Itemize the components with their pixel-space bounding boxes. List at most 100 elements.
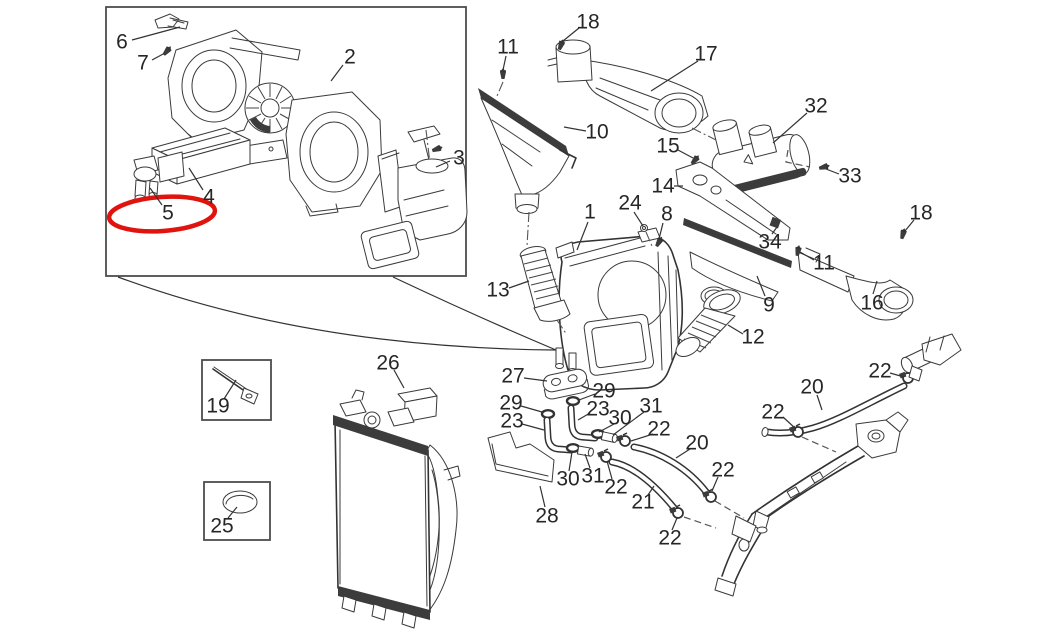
- part-10-funnel: [478, 88, 577, 214]
- leader-29-a: [578, 393, 596, 401]
- inset-pointer-upper: [392, 276, 557, 351]
- highlight-ellipse-part-5: [106, 194, 218, 234]
- leader-22-b: [606, 460, 613, 480]
- part-22-clamp-b: [596, 448, 612, 463]
- callout-22-c: 22: [711, 459, 734, 482]
- callout-11: 11: [497, 36, 519, 59]
- callout-20: 20: [685, 432, 708, 455]
- leader-23-b: [521, 423, 545, 431]
- callout-21: 21: [631, 491, 654, 514]
- part-23-elbow-a: [567, 404, 599, 442]
- callout-29-a: 29: [592, 380, 615, 403]
- inset-pointer-lower: [117, 276, 557, 351]
- leader-19: [223, 379, 237, 400]
- callout-30-a: 30: [608, 407, 631, 430]
- callout-12: 12: [741, 326, 764, 349]
- part-16-duct: [797, 247, 914, 321]
- part-14-bracket: [675, 161, 791, 241]
- leader-23-a: [577, 412, 591, 421]
- part-32-resonator: [711, 119, 811, 196]
- callout-30-b: 30: [556, 468, 579, 491]
- callout-6: 6: [116, 31, 128, 54]
- part-17-duct: [547, 39, 709, 134]
- leader-22-f: [889, 372, 905, 378]
- leader-20-right: [816, 394, 823, 411]
- callout-8: 8: [661, 203, 673, 226]
- callout-19: 19: [206, 395, 229, 418]
- part-22-clamp-a: [615, 432, 631, 447]
- leader-25: [227, 506, 238, 519]
- part-31-nipple-b: [576, 445, 594, 457]
- leader-29-b: [520, 405, 543, 413]
- callout-5: 5: [162, 202, 174, 225]
- leader-13: [508, 280, 530, 289]
- callout-18-right: 18: [909, 202, 932, 225]
- leader-30-a: [598, 423, 615, 433]
- callout-24: 24: [618, 192, 642, 215]
- callout-32: 32: [804, 95, 827, 118]
- part-20-hose: [630, 443, 711, 497]
- leader-9: [756, 275, 766, 297]
- leader-4: [188, 167, 204, 191]
- vehicle-frame: [714, 411, 909, 597]
- leader-8: [658, 222, 664, 240]
- part-21-hose: [608, 458, 679, 513]
- part-25-box: [203, 481, 271, 541]
- callout-11-right: 11: [813, 252, 835, 275]
- leader-12: [727, 324, 744, 335]
- callout-22-a: 22: [647, 418, 670, 441]
- leader-7: [151, 52, 166, 61]
- leader-5: [149, 187, 163, 206]
- thermostat-assembly: [900, 333, 962, 382]
- callout-14: 14: [651, 175, 675, 198]
- leader-30-b: [568, 451, 573, 472]
- part-31-nipple-a: [600, 431, 618, 443]
- leader-32: [772, 112, 808, 144]
- callout-23-b: 23: [500, 410, 523, 433]
- leader-26: [393, 369, 405, 389]
- callout-3: 3: [453, 147, 465, 170]
- callout-7: 7: [137, 52, 149, 75]
- part-4-module: [151, 127, 251, 185]
- leader-17: [650, 60, 699, 92]
- part-20-hose-right: [761, 382, 908, 437]
- part-26-pad: [397, 387, 438, 423]
- callout-33: 33: [838, 165, 861, 188]
- leader-3: [435, 160, 451, 168]
- callout-20-right: 20: [800, 376, 823, 399]
- callout-34: 34: [758, 231, 782, 254]
- leader-27: [523, 377, 548, 382]
- leader-11: [502, 55, 507, 71]
- part-1-airbox: [555, 227, 684, 391]
- leader-18-right: [904, 219, 915, 232]
- leader-1: [576, 221, 589, 251]
- callout-22-d: 22: [658, 527, 681, 550]
- blower-wheel: [244, 82, 296, 134]
- callout-2: 2: [344, 46, 356, 69]
- callout-29-b: 29: [499, 392, 522, 415]
- leader-15: [677, 149, 694, 159]
- callout-13: 13: [486, 279, 509, 302]
- part-13-hose: [519, 211, 571, 336]
- leader-24: [633, 211, 644, 227]
- callout-18: 18: [576, 11, 599, 34]
- part-30-ring-b: [565, 443, 581, 453]
- leader-22-d: [671, 517, 678, 531]
- callout-16: 16: [860, 292, 883, 315]
- leader-22-e: [782, 416, 797, 430]
- callout-26: 26: [376, 352, 399, 375]
- part-29-ring-a: [565, 396, 581, 406]
- leader-21: [647, 485, 655, 496]
- leader-33: [825, 168, 840, 175]
- part-23-elbow-b: [543, 416, 575, 454]
- leader-10: [563, 126, 587, 132]
- leader-34: [771, 226, 778, 235]
- leader-31-b: [584, 453, 591, 469]
- part-19-box: [201, 359, 272, 421]
- callout-17: 17: [694, 43, 717, 66]
- callout-1: 1: [584, 201, 596, 224]
- leader-2: [330, 64, 344, 82]
